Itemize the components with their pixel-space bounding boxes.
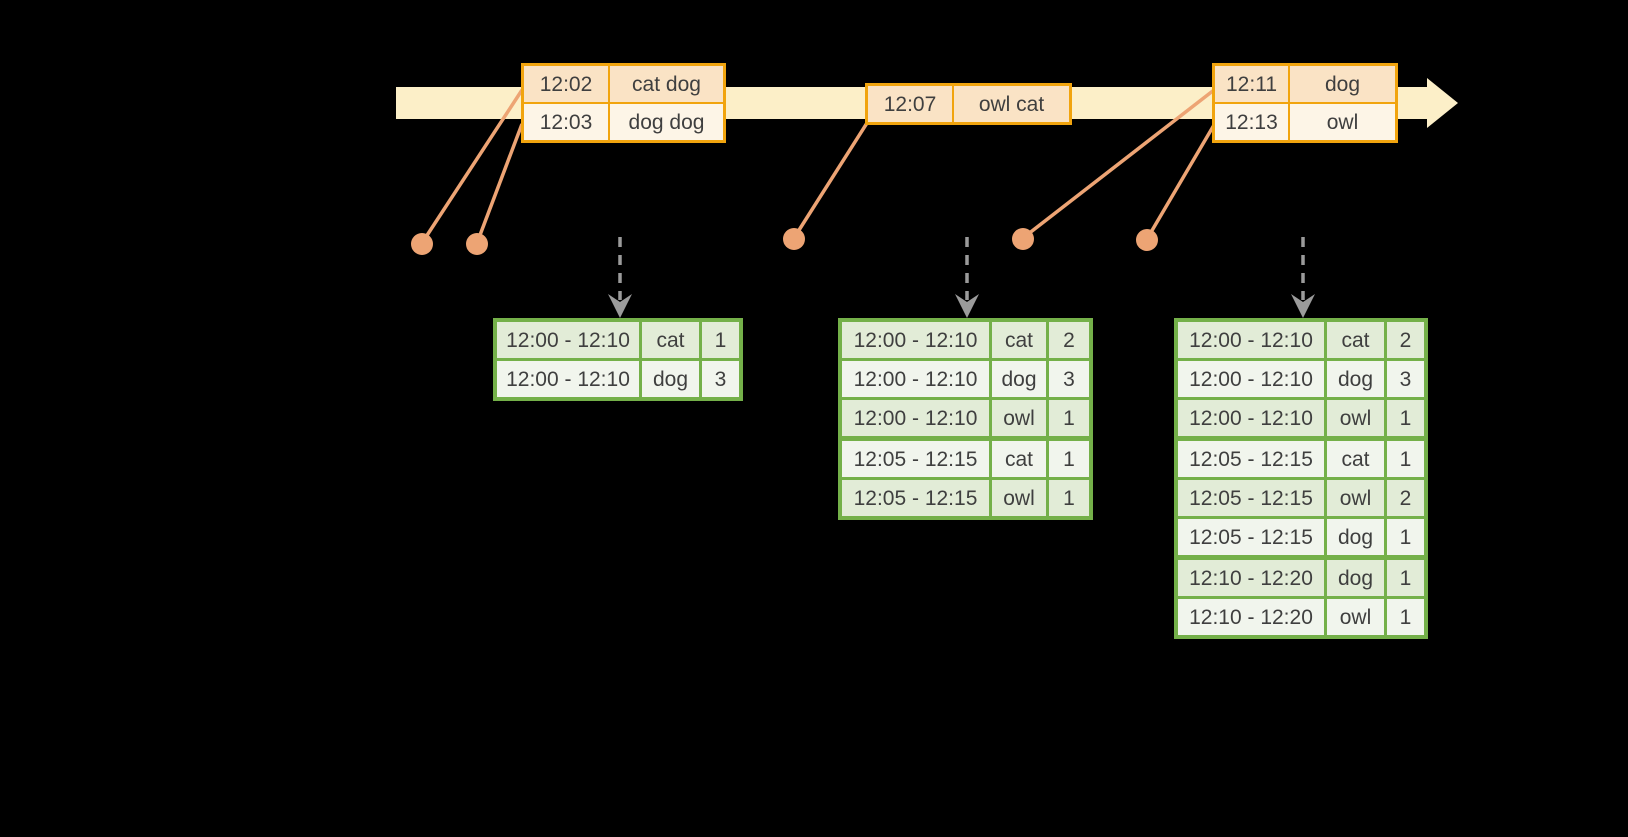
window-range-cell: 12:05 - 12:15 — [1178, 480, 1324, 516]
event-connector-line — [1021, 88, 1216, 240]
animal-key-cell: owl — [1324, 480, 1384, 516]
animal-key-cell: owl — [1324, 599, 1384, 635]
event-value-cell: cat dog — [608, 66, 723, 102]
event-connector-line — [1145, 124, 1216, 240]
event-value-cell: owl cat — [952, 86, 1069, 122]
event-time-cell: 12:02 — [524, 66, 608, 102]
timeline-arrowhead-icon — [1427, 78, 1458, 128]
event-value-cell: dog — [1288, 66, 1395, 102]
count-cell: 1 — [1384, 400, 1424, 436]
window-range-cell: 12:05 - 12:15 — [842, 480, 989, 516]
count-cell: 2 — [1384, 322, 1424, 358]
window-range-cell: 12:10 - 12:20 — [1178, 560, 1324, 596]
window-range-cell: 12:00 - 12:10 — [1178, 361, 1324, 397]
count-cell: 2 — [1384, 480, 1424, 516]
count-cell: 1 — [699, 322, 739, 358]
window-range-cell: 12:05 - 12:15 — [842, 441, 989, 477]
count-cell: 1 — [1384, 519, 1424, 555]
window-range-cell: 12:05 - 12:15 — [1178, 519, 1324, 555]
animal-key-cell: dog — [1324, 519, 1384, 555]
count-cell: 1 — [1046, 400, 1089, 436]
count-cell: 3 — [1046, 361, 1089, 397]
event-dot-icon — [1012, 228, 1034, 250]
animal-key-cell: dog — [639, 361, 699, 397]
event-time-cell: 12:07 — [868, 86, 952, 122]
assignment-arrowhead-icon — [1291, 294, 1315, 318]
event-connector-line — [420, 89, 524, 244]
animal-key-cell: owl — [989, 400, 1046, 436]
event-dots — [411, 228, 1158, 255]
event-time-cell: 12:13 — [1215, 104, 1288, 140]
count-cell: 1 — [1384, 441, 1424, 477]
count-cell: 1 — [1384, 560, 1424, 596]
window-range-cell: 12:00 - 12:10 — [497, 322, 639, 358]
window-range-cell: 12:00 - 12:10 — [1178, 322, 1324, 358]
count-cell: 2 — [1046, 322, 1089, 358]
animal-key-cell: cat — [989, 441, 1046, 477]
count-cell: 1 — [1046, 441, 1089, 477]
animal-key-cell: dog — [1324, 361, 1384, 397]
assignment-arrowhead-icon — [955, 294, 979, 318]
window-range-cell: 12:10 - 12:20 — [1178, 599, 1324, 635]
event-value-cell: dog dog — [608, 104, 723, 140]
animal-key-cell: owl — [989, 480, 1046, 516]
animal-key-cell: cat — [1324, 441, 1384, 477]
event-value-cell: owl — [1288, 104, 1395, 140]
animal-key-cell: cat — [639, 322, 699, 358]
window-assignment-arrows — [608, 237, 1315, 318]
event-time-cell: 12:11 — [1215, 66, 1288, 102]
event-connector-line — [475, 123, 524, 244]
animal-key-cell: owl — [1324, 400, 1384, 436]
count-cell: 3 — [699, 361, 739, 397]
window-range-cell: 12:00 - 12:10 — [1178, 400, 1324, 436]
event-connectors — [420, 88, 1216, 244]
window-range-cell: 12:00 - 12:10 — [842, 400, 989, 436]
count-cell: 1 — [1384, 599, 1424, 635]
window-range-cell: 12:00 - 12:10 — [842, 322, 989, 358]
window-range-cell: 12:00 - 12:10 — [842, 361, 989, 397]
assignment-arrowhead-icon — [608, 294, 632, 318]
animal-key-cell: cat — [1324, 322, 1384, 358]
event-dot-icon — [411, 233, 433, 255]
event-time-cell: 12:03 — [524, 104, 608, 140]
event-dot-icon — [783, 228, 805, 250]
count-cell: 1 — [1046, 480, 1089, 516]
window-range-cell: 12:00 - 12:10 — [497, 361, 639, 397]
count-cell: 3 — [1384, 361, 1424, 397]
animal-key-cell: dog — [1324, 560, 1384, 596]
event-dot-icon — [1136, 229, 1158, 251]
animal-key-cell: dog — [989, 361, 1046, 397]
window-range-cell: 12:05 - 12:15 — [1178, 441, 1324, 477]
event-dot-icon — [466, 233, 488, 255]
event-connector-line — [792, 122, 869, 239]
animal-key-cell: cat — [989, 322, 1046, 358]
